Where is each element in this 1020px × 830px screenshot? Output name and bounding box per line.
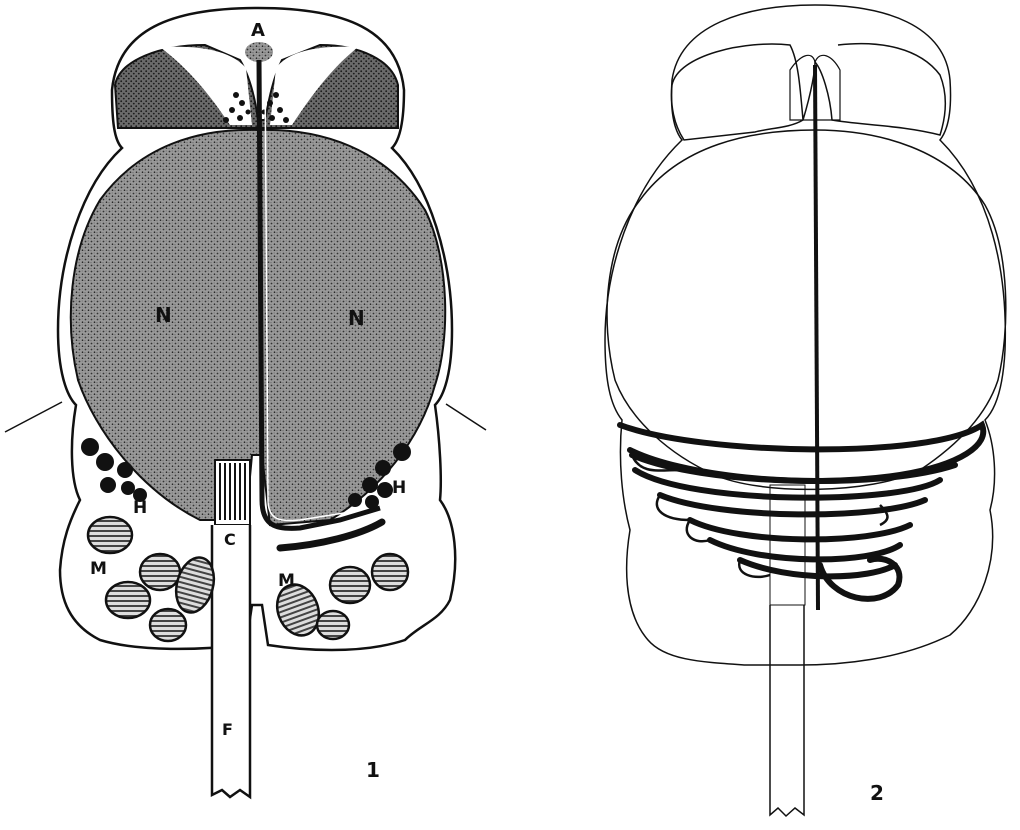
label-granules-left: H [133,498,147,518]
label-granules-right: H [392,478,406,498]
acrosome-tip [245,42,273,62]
figure-2: 2 [605,5,1006,816]
label-mitochondria-right: M [278,571,295,591]
pointer-line-left [5,402,62,432]
label-mitochondria-left: M [90,559,107,579]
label-nucleus-left: N [155,303,172,327]
centriole-2 [770,485,805,605]
label-nucleus-right: N [348,306,365,330]
label-acrosome: A [251,20,265,41]
figure-number-1: 1 [366,758,380,782]
axial-rod-2 [815,65,818,610]
pointer-line-right [446,404,486,430]
figure-number-2: 2 [870,781,884,805]
acrosome-outline-2 [672,44,946,140]
figure-1: A N N H H M M C F 1 [5,8,486,797]
flagellum [212,525,250,797]
label-centriole: C [224,530,236,549]
flagellum-2 [770,605,804,816]
label-flagellum: F [222,720,233,739]
